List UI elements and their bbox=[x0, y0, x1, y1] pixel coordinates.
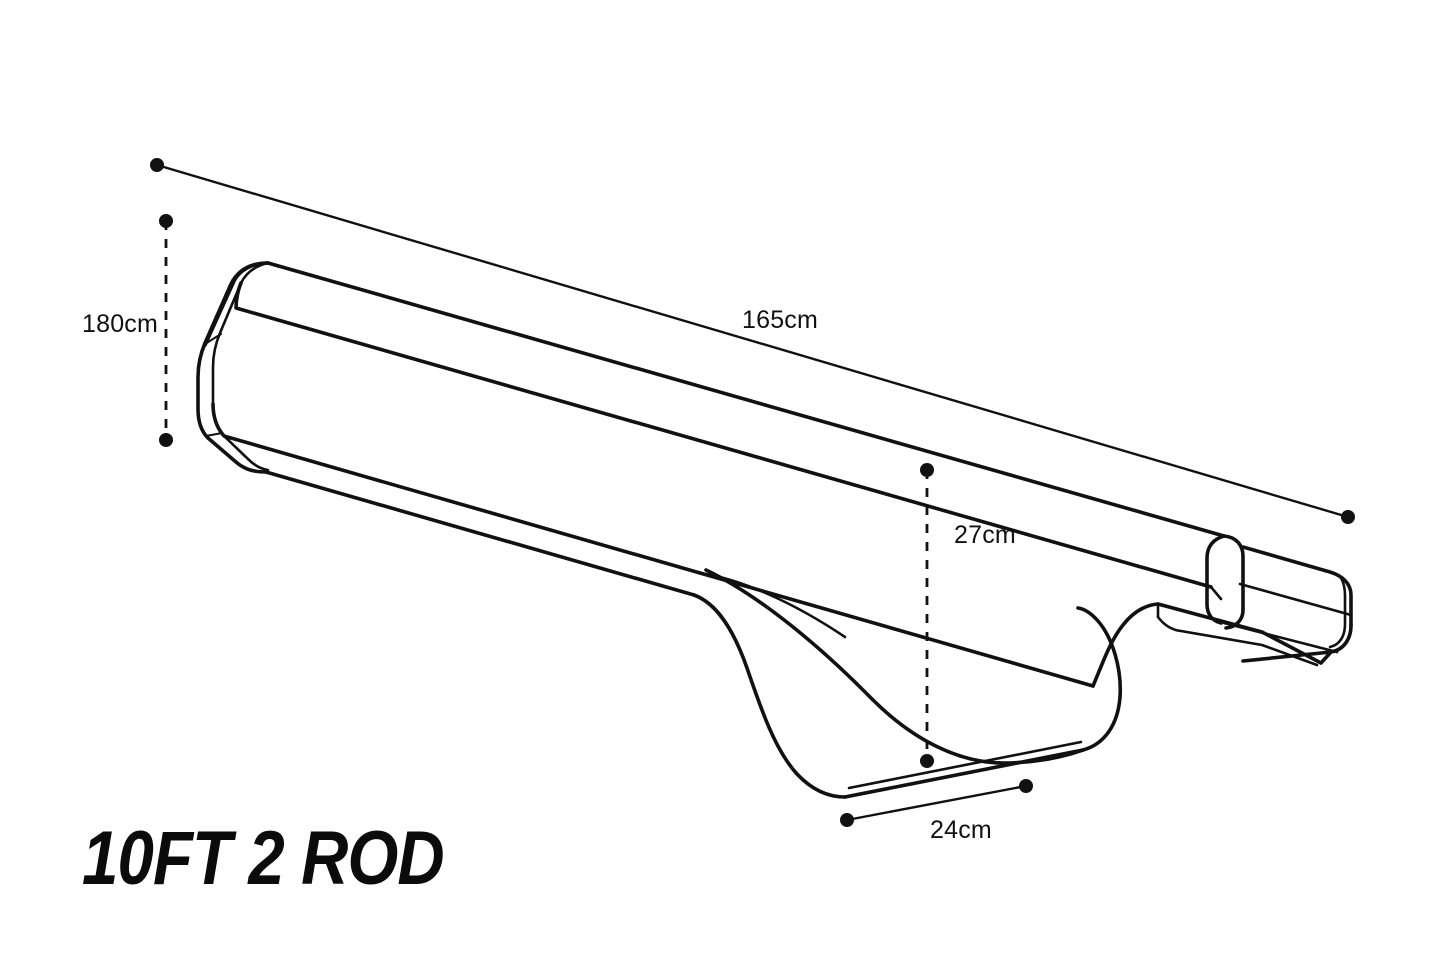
dimension-drop-label: 27cm bbox=[954, 521, 1016, 549]
dimension-height-label: 180cm bbox=[82, 310, 158, 338]
drape-right-edge bbox=[1076, 606, 1123, 752]
rod-bottom-edge bbox=[264, 470, 696, 597]
dimension-drop-top-dot bbox=[920, 463, 934, 477]
drape-hem-outer bbox=[843, 748, 1085, 799]
second-rod-mid-crease bbox=[1238, 582, 1353, 617]
end-cap-left-bottom-crease bbox=[204, 431, 224, 438]
second-rod-shelf-notch bbox=[1179, 629, 1264, 647]
rod-upper-crease bbox=[234, 281, 1213, 589]
connector-collar-right-edge bbox=[1222, 534, 1245, 630]
end-cap-left-top-crease bbox=[203, 332, 223, 346]
dimension-length-start-dot bbox=[150, 158, 164, 172]
drape-attachment-lip bbox=[698, 571, 847, 639]
second-rod-bottom-shelf bbox=[1156, 602, 1333, 665]
dimension-height-bottom-dot bbox=[159, 433, 173, 447]
dimension-length-label: 165cm bbox=[742, 306, 818, 334]
rod-underside-front-continuation bbox=[1209, 585, 1223, 601]
dimension-length-165cm: 165cm bbox=[150, 158, 1355, 524]
drape-fold-line bbox=[704, 568, 1085, 765]
drape-right-attachment bbox=[1091, 602, 1160, 688]
page-title: 10FT 2 ROD bbox=[82, 816, 444, 901]
dimension-drop-bottom-dot bbox=[920, 754, 934, 768]
dimension-width-24cm: 24cm bbox=[840, 779, 1033, 844]
dimension-length-line bbox=[156, 163, 1349, 519]
dimension-width-line bbox=[846, 784, 1027, 822]
rod-lower-crease bbox=[211, 402, 702, 575]
end-cap-left-outline bbox=[196, 261, 270, 474]
rod-top-edge bbox=[266, 261, 1226, 538]
dimension-width-left-dot bbox=[840, 813, 854, 827]
connector-collar-face bbox=[1205, 534, 1226, 625]
product-illustration bbox=[196, 261, 1353, 799]
dimension-height-top-dot bbox=[159, 214, 173, 228]
dimension-length-end-dot bbox=[1341, 510, 1355, 524]
second-rod-top-edge bbox=[1241, 545, 1353, 627]
dimension-height-180cm: 180cm bbox=[82, 214, 173, 447]
second-rod-right-end-inner bbox=[1328, 576, 1347, 649]
drape-hem-inner bbox=[847, 740, 1083, 790]
end-cap-left-face bbox=[211, 261, 270, 472]
dimension-width-label: 24cm bbox=[930, 816, 992, 844]
drape-left-edge bbox=[692, 593, 847, 799]
dimension-width-right-dot bbox=[1019, 779, 1033, 793]
dimension-drop-27cm: 27cm bbox=[920, 463, 1016, 768]
